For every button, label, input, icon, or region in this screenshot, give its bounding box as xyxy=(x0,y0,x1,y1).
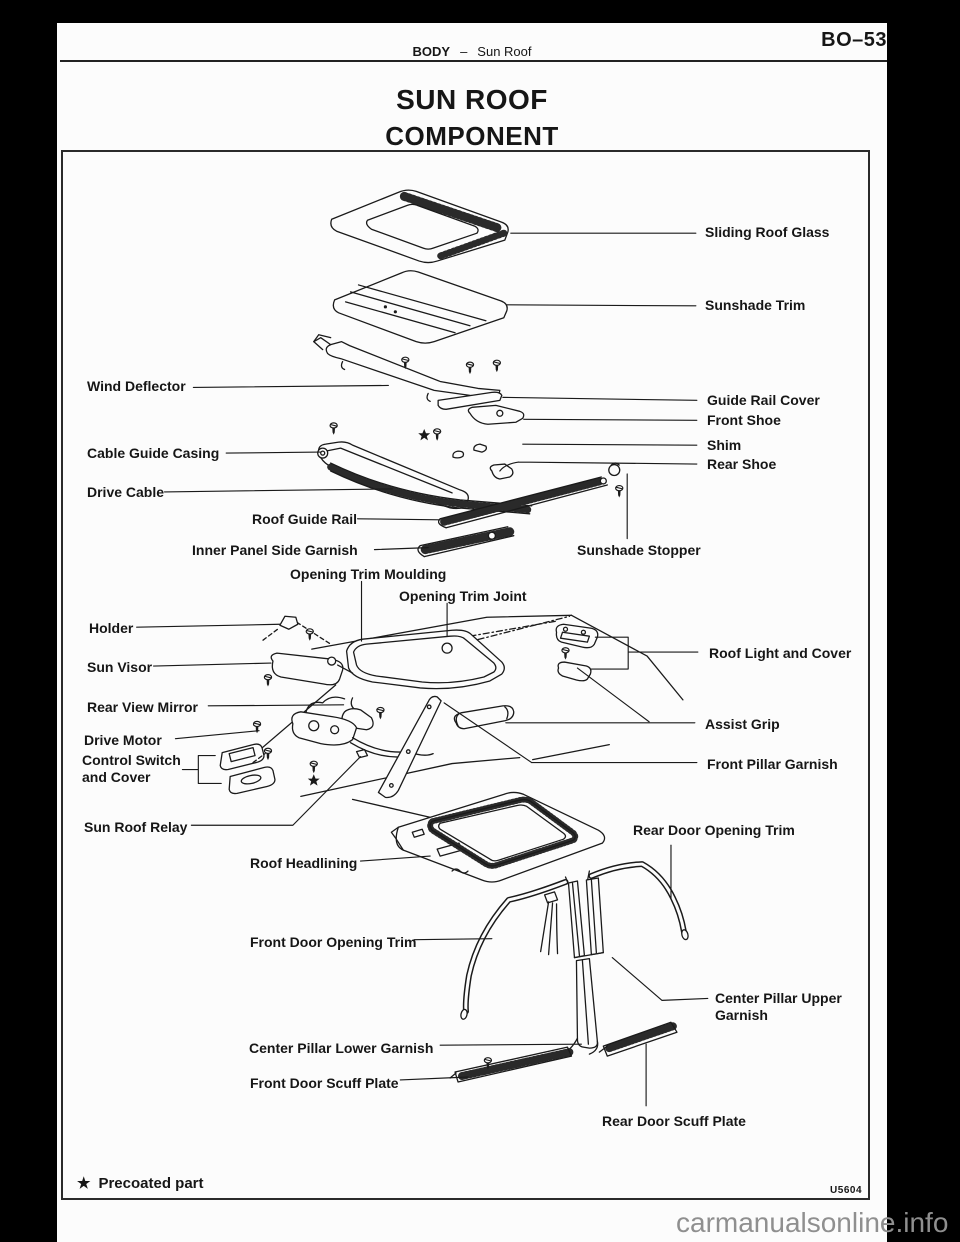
part-label-line: Center Pillar Upper xyxy=(715,990,842,1006)
watermark: carmanualsonline.info xyxy=(676,1207,949,1238)
star-icon: ★ xyxy=(77,1175,91,1192)
part-label-drive-motor: Drive Motor xyxy=(84,732,162,748)
part-label-line: Control Switch xyxy=(82,752,181,768)
running-header: BODY–Sun Roof xyxy=(57,44,887,59)
part-control-switch-and-cover xyxy=(219,743,276,795)
part-front-pillar-garnish xyxy=(377,695,442,799)
part-label-sliding-roof-glass: Sliding Roof Glass xyxy=(705,224,830,240)
part-label-holder: Holder xyxy=(89,620,134,636)
part-label-inner-panel-side-garnish: Inner Panel Side Garnish xyxy=(192,542,358,558)
manual-page: BO–53 BODY–Sun Roof SUN ROOF COMPONENT xyxy=(57,23,887,1242)
figure-code: U5604 xyxy=(830,1185,862,1196)
part-label-wind-deflector: Wind Deflector xyxy=(87,378,186,394)
figure-box: Wind Deflector Cable Guide Casing Drive … xyxy=(61,150,870,1200)
part-label-center-pillar-lower-garnish: Center Pillar Lower Garnish xyxy=(249,1040,434,1056)
part-guide-rail-cover xyxy=(437,391,503,410)
part-front-shoe xyxy=(467,404,525,425)
screw-icon xyxy=(309,760,318,774)
page-title: SUN ROOF xyxy=(396,84,548,115)
part-label-shim: Shim xyxy=(707,437,742,453)
part-label-sun-roof-relay: Sun Roof Relay xyxy=(84,819,188,835)
part-label-cable-guide-casing: Cable Guide Casing xyxy=(87,445,220,461)
part-sunshade-trim xyxy=(332,270,508,344)
part-drive-motor xyxy=(252,696,358,746)
header-rule xyxy=(60,60,887,62)
part-label-front-shoe: Front Shoe xyxy=(707,412,781,428)
part-label-line: Garnish xyxy=(715,1007,768,1023)
page-subtitle: COMPONENT xyxy=(385,121,559,151)
part-label-roof-headlining: Roof Headlining xyxy=(250,855,358,871)
part-sliding-roof-glass xyxy=(330,189,509,264)
part-label-drive-cable: Drive Cable xyxy=(87,484,165,500)
part-label-front-door-opening-trim: Front Door Opening Trim xyxy=(250,934,417,950)
part-label-roof-light-and-cover: Roof Light and Cover xyxy=(709,645,852,661)
part-label-front-door-scuff-plate: Front Door Scuff Plate xyxy=(250,1075,399,1091)
part-opening-trim-joint xyxy=(441,642,453,654)
part-label-sunshade-stopper: Sunshade Stopper xyxy=(577,542,701,558)
part-rear-door-scuff-plate xyxy=(598,1021,678,1057)
running-header-topic: Sun Roof xyxy=(477,44,532,59)
part-roof-guide-rail xyxy=(437,476,608,529)
part-inner-panel-side-garnish xyxy=(417,526,515,558)
part-wind-deflector xyxy=(313,334,501,403)
part-rear-shoe xyxy=(489,463,514,480)
part-label-sunshade-trim: Sunshade Trim xyxy=(705,297,806,313)
running-header-separator: – xyxy=(460,44,468,59)
part-label-front-pillar-garnish: Front Pillar Garnish xyxy=(707,756,838,772)
part-drive-cable xyxy=(327,462,534,515)
part-front-door-scuff-plate xyxy=(449,1046,574,1083)
part-center-pillar-lower-garnish xyxy=(558,951,604,1057)
part-sun-visor xyxy=(263,652,354,688)
part-label-roof-guide-rail: Roof Guide Rail xyxy=(252,511,357,527)
precoated-legend-text: Precoated part xyxy=(98,1175,204,1192)
part-label-rear-view-mirror: Rear View Mirror xyxy=(87,699,199,715)
part-roof-headlining xyxy=(390,791,606,883)
part-label-control-switch-and-cover: Control Switch and Cover xyxy=(82,752,181,786)
part-label-rear-shoe: Rear Shoe xyxy=(707,456,777,472)
part-label-line: and Cover xyxy=(82,769,151,785)
part-sunshade-stopper xyxy=(608,462,624,499)
page-number: BO–53 xyxy=(821,29,887,51)
part-label-opening-trim-joint: Opening Trim Joint xyxy=(399,588,527,604)
precoated-legend: ★ Precoated part xyxy=(77,1174,204,1192)
part-label-rear-door-scuff-plate: Rear Door Scuff Plate xyxy=(602,1113,746,1129)
roof-sketch-lines xyxy=(245,614,684,822)
part-label-assist-grip: Assist Grip xyxy=(705,716,780,732)
precoated-star-marker xyxy=(417,428,431,442)
part-roof-light-and-cover xyxy=(555,623,599,682)
part-shim xyxy=(452,443,488,459)
precoated-star-marker xyxy=(307,773,321,787)
part-opening-trim-moulding xyxy=(345,629,505,690)
part-label-center-pillar-upper-garnish: Center Pillar Upper Garnish xyxy=(715,990,842,1024)
part-label-sun-visor: Sun Visor xyxy=(87,659,153,675)
part-assist-grip xyxy=(453,705,515,730)
running-header-section: BODY xyxy=(412,44,451,59)
part-label-opening-trim-moulding: Opening Trim Moulding xyxy=(290,566,447,582)
part-holder xyxy=(279,615,315,642)
leader-lines xyxy=(136,232,709,1107)
part-label-guide-rail-cover: Guide Rail Cover xyxy=(707,392,820,408)
part-rear-door-opening-trim xyxy=(586,861,689,941)
exploded-diagram xyxy=(136,189,709,1107)
part-label-rear-door-opening-trim: Rear Door Opening Trim xyxy=(633,822,795,838)
